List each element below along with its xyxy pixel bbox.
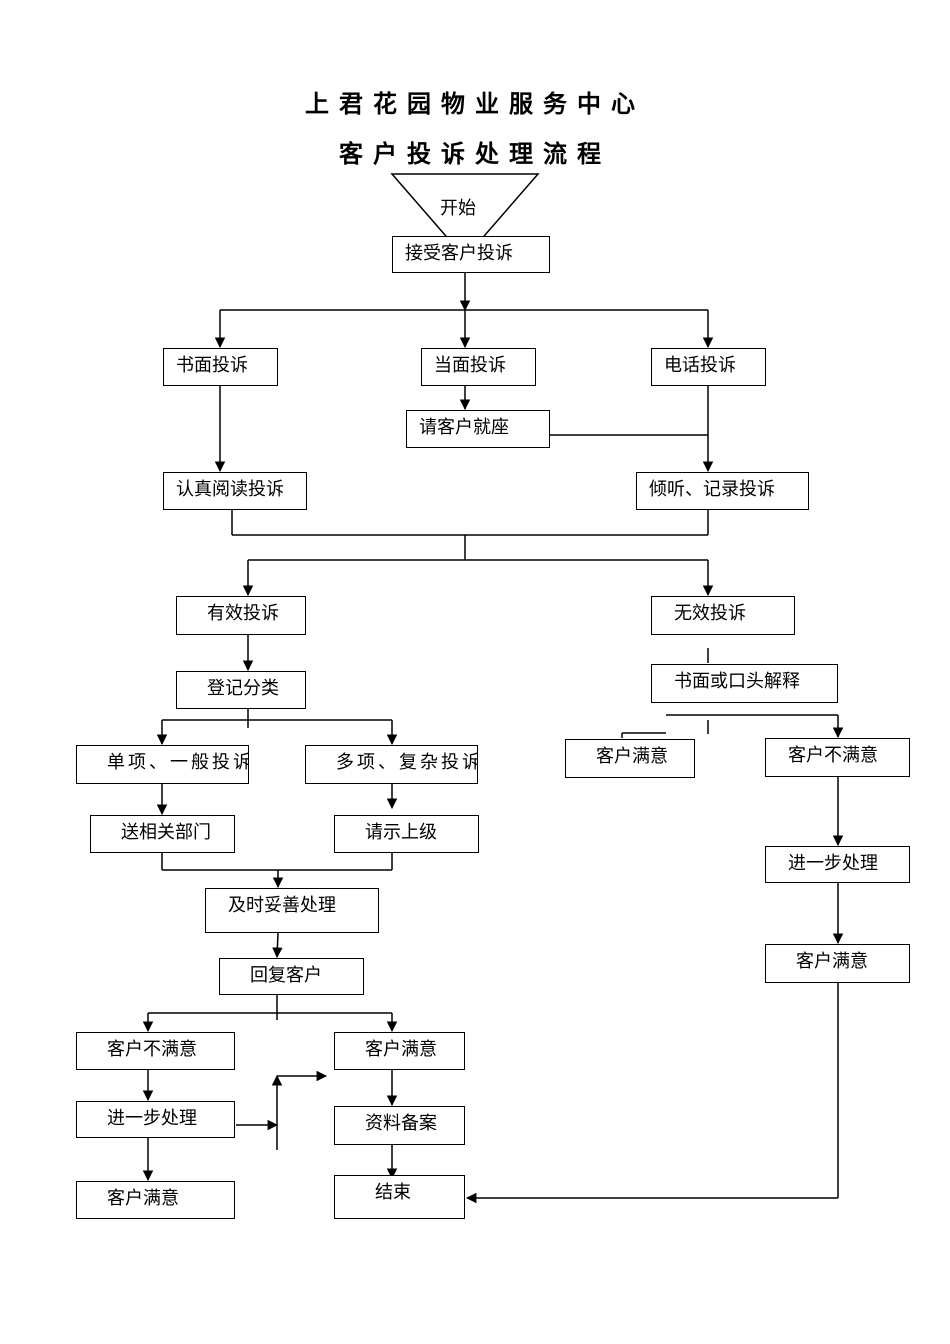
invalid-satisfied-box: 客户满意 bbox=[565, 739, 695, 778]
send-department-box: 送相关部门 bbox=[90, 815, 235, 853]
handle-promptly-box: 及时妥善处理 bbox=[205, 888, 379, 933]
archive-box: 资料备案 bbox=[334, 1106, 465, 1145]
valid-complaint-box: 有效投诉 bbox=[176, 596, 306, 635]
report-superior-box: 请示上级 bbox=[334, 815, 479, 853]
satisfied-box: 客户满意 bbox=[334, 1032, 465, 1070]
further-handling-box: 进一步处理 bbox=[76, 1101, 235, 1138]
invalid-further-box: 进一步处理 bbox=[765, 846, 910, 883]
phone-complaint-box: 电话投诉 bbox=[651, 348, 766, 386]
unsatisfied-box: 客户不满意 bbox=[76, 1032, 235, 1070]
written-complaint-box: 书面投诉 bbox=[163, 348, 278, 386]
receive-complaint-box: 接受客户投诉 bbox=[392, 236, 550, 273]
end-box: 结束 bbox=[334, 1175, 465, 1219]
listen-record-box: 倾听、记录投诉 bbox=[636, 472, 809, 510]
reply-customer-box: 回复客户 bbox=[219, 958, 364, 995]
in-person-complaint-box: 当面投诉 bbox=[421, 348, 536, 386]
invalid-satisfied-final-box: 客户满意 bbox=[765, 944, 910, 983]
read-complaint-box: 认真阅读投诉 bbox=[163, 472, 307, 510]
page-title: 上君花园物业服务中心 bbox=[305, 90, 645, 118]
invalid-complaint-box: 无效投诉 bbox=[651, 596, 795, 635]
start-label: 开始 bbox=[440, 198, 476, 219]
invalid-unsatisfied-box: 客户不满意 bbox=[765, 738, 910, 777]
satisfied-final-box: 客户满意 bbox=[76, 1181, 235, 1219]
explain-box: 书面或口头解释 bbox=[651, 664, 838, 703]
multi-complaint-box: 多项、复杂投诉 bbox=[305, 745, 478, 784]
register-classify-box: 登记分类 bbox=[176, 671, 306, 709]
page-subtitle: 客户投诉处理流程 bbox=[339, 140, 611, 168]
single-complaint-box: 单项、一般投诉 bbox=[76, 745, 249, 784]
seat-customer-box: 请客户就座 bbox=[406, 410, 550, 448]
start-triangle bbox=[390, 173, 540, 260]
